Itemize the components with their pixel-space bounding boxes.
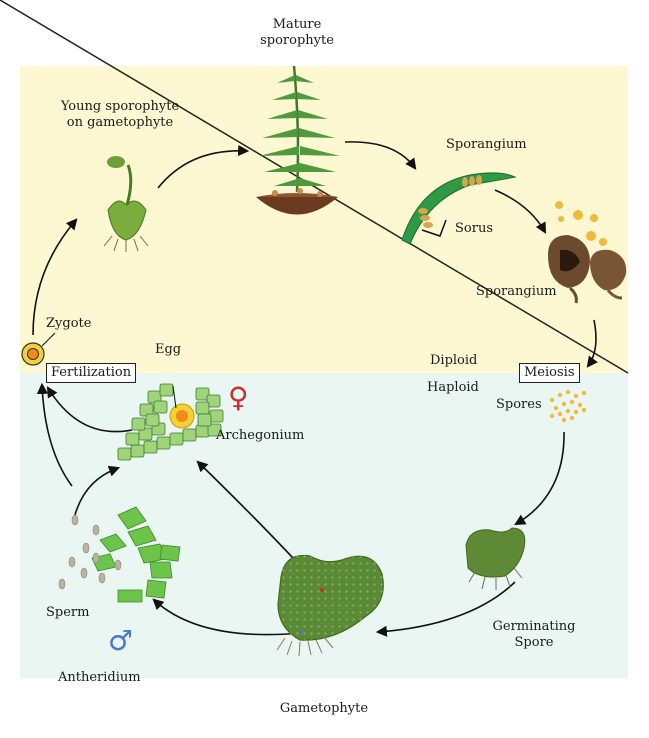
gametophyte-illustration xyxy=(276,554,384,657)
label-sperm: Sperm xyxy=(46,605,90,620)
mature-sporophyte-illustration xyxy=(256,65,340,215)
sperm-illustration xyxy=(58,514,122,590)
sporangia-illustration xyxy=(548,201,627,304)
arrow-gametophyte-to-antheridium xyxy=(152,598,301,636)
arrow-spores-to-germinating xyxy=(514,431,565,526)
arrow-zygote-to-young xyxy=(32,218,78,336)
label-germinating-spore: Germinating Spore xyxy=(492,619,576,650)
label-diploid: Diploid xyxy=(430,353,478,368)
label-egg: Egg xyxy=(155,342,182,357)
label-mature-sporophyte: Mature sporophyte xyxy=(260,17,334,48)
label-gametophyte: Gametophyte xyxy=(279,701,369,716)
cycle-arrows xyxy=(32,141,598,637)
arrow-germinating-to-gametophyte xyxy=(375,581,516,637)
antheridium-illustration xyxy=(91,506,181,603)
label-haploid: Haploid xyxy=(427,380,479,395)
zygote-illustration xyxy=(21,332,56,366)
diploid-haploid-divider xyxy=(0,0,629,374)
female-symbol-icon: ♀ xyxy=(228,381,249,414)
male-symbol-icon: ♂ xyxy=(108,624,134,657)
label-archegonium: Archegonium xyxy=(216,428,305,443)
arrow-young-to-mature xyxy=(157,144,250,189)
germinating-spore-illustration xyxy=(465,527,526,590)
sorus-illustration xyxy=(401,172,517,245)
label-sporangium-right: Sporangium xyxy=(476,284,557,299)
label-sporangium-top: Sporangium xyxy=(446,137,527,152)
label-young-sporophyte: Young sporophyte on gametophyte xyxy=(60,99,180,130)
label-zygote: Zygote xyxy=(46,316,92,331)
archegonium-illustration xyxy=(117,383,224,461)
arrow-mature-to-sorus xyxy=(344,141,417,170)
spores-illustration xyxy=(549,389,587,423)
young-sporophyte-illustration xyxy=(103,156,149,252)
label-antheridium: Antheridium xyxy=(58,670,141,685)
arrow-antheridium-to-fertilization xyxy=(36,382,73,487)
label-sorus: Sorus xyxy=(455,221,493,236)
arrow-sporangium-to-meiosis xyxy=(586,319,598,368)
arrow-archegonium-to-fertilization xyxy=(46,386,133,433)
arrow-sperm-to-archegonium xyxy=(74,465,121,516)
arrow-sorus-to-sporangium xyxy=(494,189,547,234)
label-fertilization: Fertilization xyxy=(46,363,137,383)
label-meiosis: Meiosis xyxy=(519,363,580,383)
label-spores: Spores xyxy=(496,397,542,412)
